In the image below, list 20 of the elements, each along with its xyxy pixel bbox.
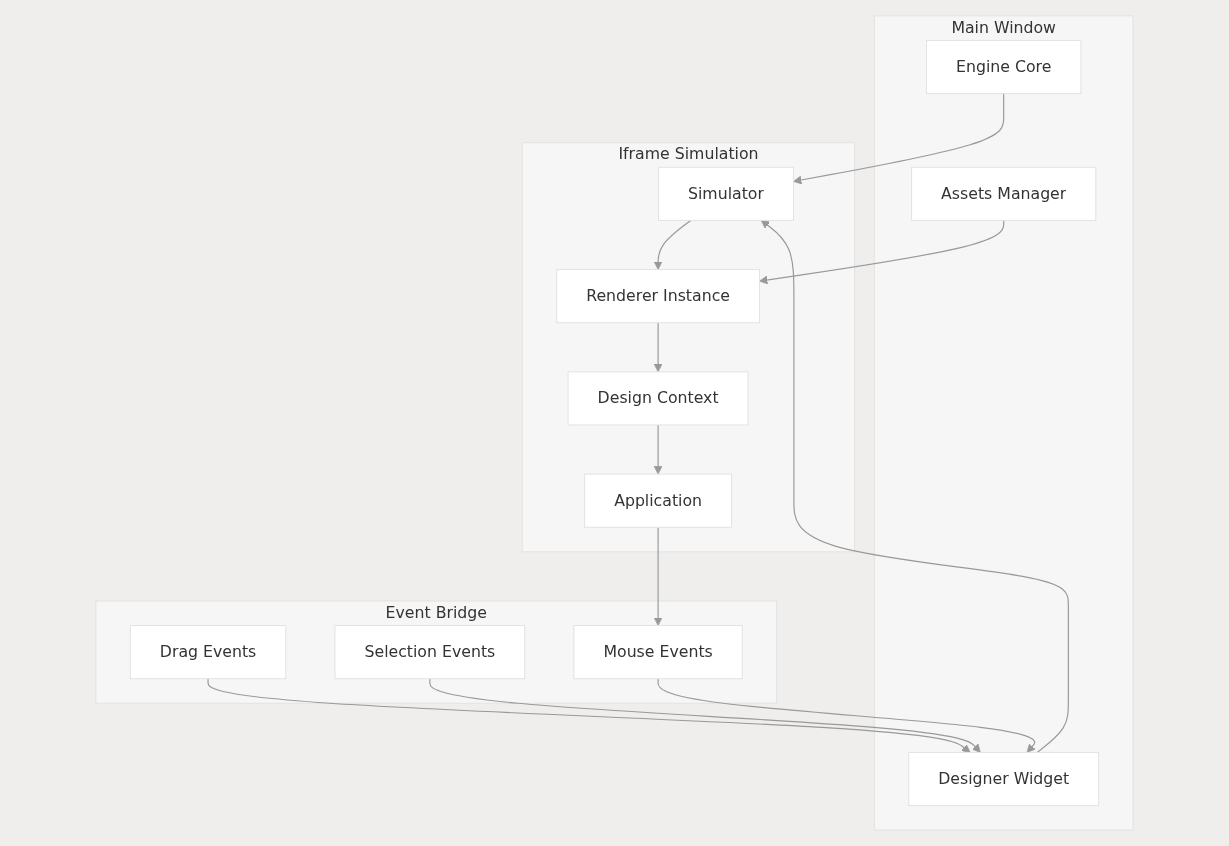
node-box: Designer Widget xyxy=(908,751,1100,806)
arrow xyxy=(793,92,1005,185)
arrow xyxy=(759,219,1005,285)
arrow xyxy=(207,678,971,753)
arrow xyxy=(760,220,1069,753)
node-box: Mouse Events xyxy=(573,625,743,680)
node-box: Renderer Instance xyxy=(556,269,760,324)
node-box: Engine Core xyxy=(926,39,1082,95)
arrow xyxy=(653,322,663,373)
arrow xyxy=(657,678,1036,753)
node-box: Assets Manager xyxy=(911,166,1097,221)
arrow xyxy=(653,424,663,475)
node-box: Design Context xyxy=(567,371,749,426)
node-box: Selection Events xyxy=(334,625,526,680)
arrow xyxy=(653,526,663,626)
node-box: Drag Events xyxy=(129,625,287,680)
node-box: Application xyxy=(584,473,733,528)
arrow xyxy=(429,678,981,753)
node-box: Simulator xyxy=(658,166,794,221)
arrow xyxy=(653,219,692,270)
